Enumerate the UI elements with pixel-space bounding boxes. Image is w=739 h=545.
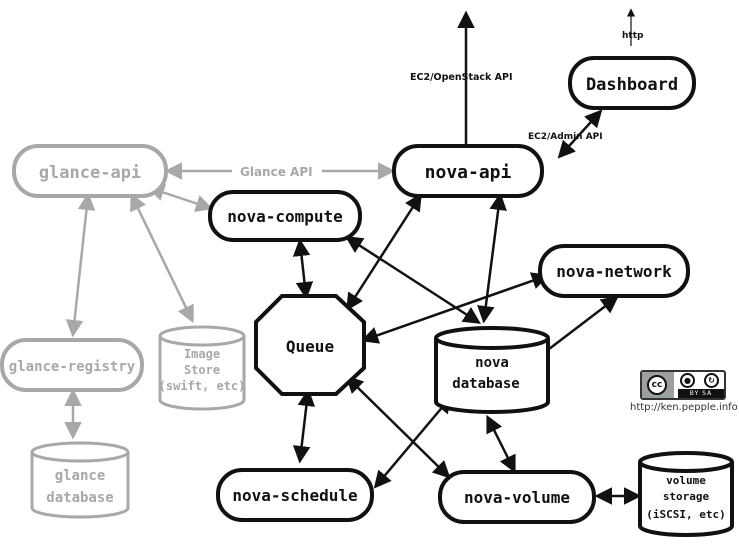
node-dashboard: Dashboard — [568, 56, 696, 110]
node-glance-api: glance-api — [12, 144, 168, 198]
node-glance-registry: glance-registry — [0, 338, 144, 392]
volume-storage-line-1: volume — [666, 474, 706, 487]
edge-database-volume — [486, 414, 516, 474]
db-volume-storage: volume storage (iSCSI, etc) — [638, 451, 734, 537]
edge-nova-api-dashboard — [557, 109, 603, 159]
glance-database-line-2: database — [46, 490, 113, 506]
nova-database-line-1: nova — [475, 355, 509, 371]
edge-queue-schedule — [292, 388, 316, 464]
edge-schedule-database — [373, 395, 453, 489]
node-nova-network-label: nova-network — [556, 262, 672, 281]
share-alike-icon: ↻ — [704, 373, 719, 388]
node-dashboard-label: Dashboard — [586, 75, 678, 95]
node-nova-compute-label: nova-compute — [227, 207, 343, 226]
volume-storage-line-3: (iSCSI, etc) — [646, 508, 725, 521]
db-nova-database: nova database — [434, 326, 550, 414]
edge-glance-api-image-store — [130, 192, 194, 324]
edge-nova-network-queue — [360, 272, 550, 344]
glance-api-label: Glance API — [240, 165, 313, 179]
ec2-openstack-api-label: EC2/OpenStack API — [410, 72, 513, 83]
node-nova-volume: nova-volume — [438, 470, 596, 524]
image-store-line-1: Image — [184, 347, 220, 361]
image-store-line-3: (swift, etc) — [159, 379, 246, 393]
volume-storage-line-2: storage — [663, 490, 710, 503]
node-nova-network: nova-network — [538, 244, 690, 298]
node-queue-label: Queue — [286, 337, 334, 356]
edge-glance-api-glance-registry — [65, 192, 96, 338]
node-nova-api: nova-api — [392, 144, 544, 198]
node-queue: Queue — [254, 294, 366, 396]
http-label: http — [622, 31, 644, 41]
glance-database-line-1: glance — [55, 468, 106, 484]
node-nova-compute: nova-compute — [208, 190, 362, 242]
db-image-store: Image Store (swift, etc) — [158, 325, 246, 411]
author-credit-link[interactable]: http://ken.pepple.info — [630, 402, 738, 413]
node-nova-schedule-label: nova-schedule — [232, 486, 357, 505]
cc-badge-left: cc — [642, 372, 674, 398]
node-nova-api-label: nova-api — [425, 162, 512, 183]
cc-icon: cc — [647, 375, 667, 395]
by-attribution-icon: ● — [680, 373, 695, 388]
node-glance-registry-label: glance-registry — [9, 359, 136, 375]
node-nova-schedule: nova-schedule — [216, 468, 374, 522]
edge-nova-compute-queue — [292, 238, 314, 300]
edge-nova-api-database — [477, 192, 507, 324]
cc-badge-words: BY SA — [678, 389, 724, 398]
db-glance-database: glance database — [30, 441, 130, 519]
node-glance-api-label: glance-api — [39, 163, 141, 183]
edge-labels: Glance API EC2/OpenStack API EC2/Admin A… — [240, 31, 644, 179]
node-nova-volume-label: nova-volume — [464, 488, 570, 507]
cc-license-badge: cc ● ↻ BY SA — [640, 370, 726, 400]
nova-database-line-2: database — [452, 376, 519, 392]
edge-nova-compute-database — [345, 236, 481, 324]
image-store-line-2: Store — [184, 363, 220, 377]
ec2-admin-api-label: EC2/Admin API — [528, 132, 603, 142]
